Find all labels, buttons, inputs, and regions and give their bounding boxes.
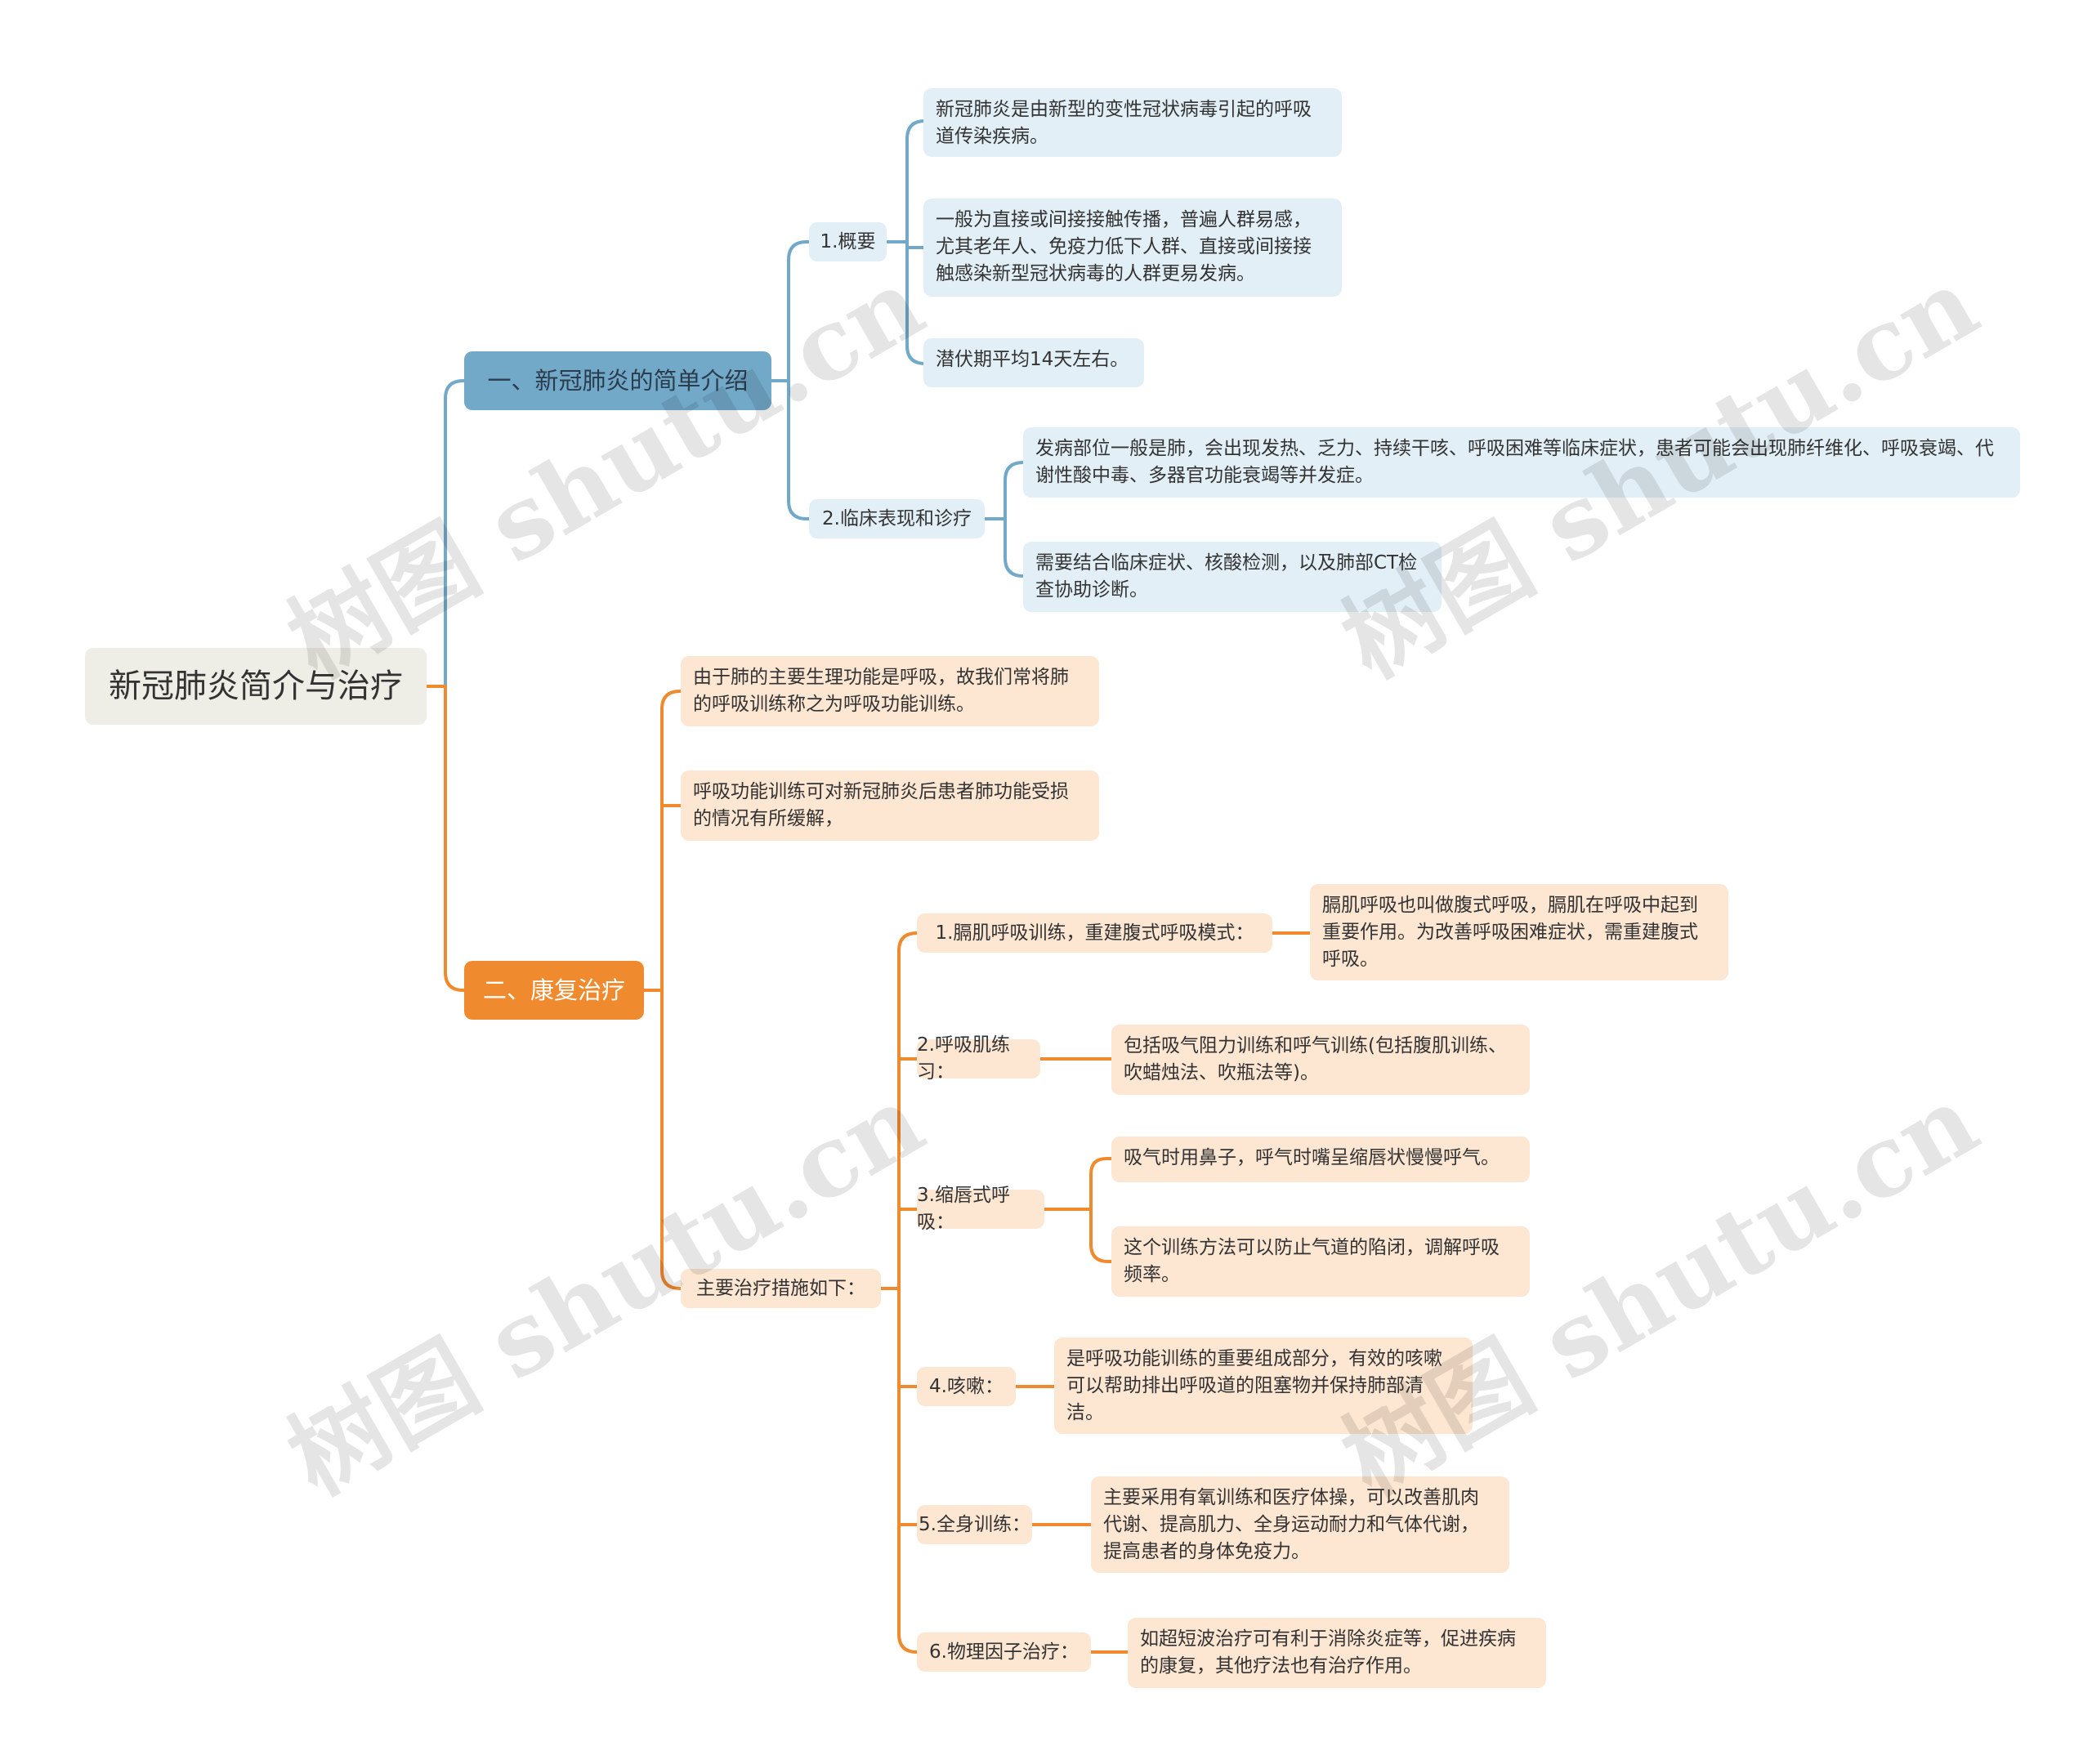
measure-3-detail-1-text: 吸气时用鼻子，呼气时嘴呈缩唇状慢慢呼气。 [1124,1147,1500,1168]
measure-5-detail-text: 主要采用有氧训练和医疗体操，可以改善肌肉代谢、提高肌力、全身运动耐力和气体代谢，… [1103,1487,1479,1562]
measure-6-detail[interactable]: 如超短波治疗可有利于消除炎症等，促进疾病的康复，其他疗法也有治疗作用。 [1128,1618,1546,1688]
overview-item-3-text: 潜伏期平均14天左右。 [936,349,1129,370]
overview-item-1-text: 新冠肺炎是由新型的变性冠状病毒引起的呼吸道传染疾病。 [936,99,1312,147]
clinical-item-1[interactable]: 发病部位一般是肺，会出现发热、乏力、持续干咳、呼吸困难等临床症状，患者可能会出现… [1023,427,2020,498]
measure-3-detail-2-text: 这个训练方法可以防止气道的陷闭，调解呼吸频率。 [1124,1237,1500,1285]
branch-treatment-node[interactable]: 二、康复治疗 [464,961,644,1020]
clinical-item-1-text: 发病部位一般是肺，会出现发热、乏力、持续干咳、呼吸困难等临床症状，患者可能会出现… [1035,438,1994,486]
measure-5-node[interactable]: 5.全身训练： [917,1505,1032,1544]
overview-item-3[interactable]: 潜伏期平均14天左右。 [923,338,1144,387]
measure-3-node[interactable]: 3.缩唇式呼吸： [917,1185,1044,1233]
sub-clinical-node[interactable]: 2.临床表现和诊疗 [809,499,985,538]
treatment-intro-1-text: 由于肺的主要生理功能是呼吸，故我们常将肺的呼吸训练称之为呼吸功能训练。 [693,667,1069,715]
branch-intro-label: 一、新冠肺炎的简单介绍 [487,367,749,395]
measure-2-detail[interactable]: 包括吸气阻力训练和呼气训练(包括腹肌训练、吹蜡烛法、吹瓶法等)。 [1111,1025,1530,1095]
sub-clinical-label: 2.临床表现和诊疗 [822,507,972,529]
measure-4-detail[interactable]: 是呼吸功能训练的重要组成部分，有效的咳嗽可以帮助排出呼吸道的阻塞物并保持肺部清洁… [1054,1338,1473,1434]
branch-intro-node[interactable]: 一、新冠肺炎的简单介绍 [464,351,771,410]
sub-overview-node[interactable]: 1.概要 [809,222,887,261]
measure-5-detail[interactable]: 主要采用有氧训练和医疗体操，可以改善肌肉代谢、提高肌力、全身运动耐力和气体代谢，… [1091,1476,1509,1573]
measure-6-label: 6.物理因子治疗： [929,1641,1079,1663]
overview-item-1[interactable]: 新冠肺炎是由新型的变性冠状病毒引起的呼吸道传染疾病。 [923,88,1342,157]
measure-2-detail-text: 包括吸气阻力训练和呼气训练(包括腹肌训练、吹蜡烛法、吹瓶法等)。 [1124,1035,1507,1083]
overview-item-2-text: 一般为直接或间接接触传播，普遍人群易感，尤其老年人、免疫力低下人群、直接或间接接… [936,209,1312,284]
measure-3-label: 3.缩唇式呼吸： [917,1185,1010,1233]
measure-6-node[interactable]: 6.物理因子治疗： [917,1632,1091,1672]
overview-item-2[interactable]: 一般为直接或间接接触传播，普遍人群易感，尤其老年人、免疫力低下人群、直接或间接接… [923,199,1342,297]
measure-1-node[interactable]: 1.膈肌呼吸训练，重建腹式呼吸模式： [917,913,1272,953]
measure-4-node[interactable]: 4.咳嗽： [917,1367,1016,1406]
sub-overview-label: 1.概要 [820,230,876,252]
root-label: 新冠肺炎简介与治疗 [109,668,403,705]
clinical-item-2-text: 需要结合临床症状、核酸检测，以及肺部CT检查协助诊断。 [1035,552,1418,601]
measure-2-label: 2.呼吸肌练习： [917,1034,1010,1083]
measure-4-label: 4.咳嗽： [929,1375,1004,1397]
measure-1-detail-text: 膈肌呼吸也叫做腹式呼吸，膈肌在呼吸中起到重要作用。为改善呼吸困难症状，需重建腹式… [1322,895,1698,970]
measure-4-detail-text: 是呼吸功能训练的重要组成部分，有效的咳嗽可以帮助排出呼吸道的阻塞物并保持肺部清洁… [1066,1348,1442,1423]
measure-1-detail[interactable]: 膈肌呼吸也叫做腹式呼吸，膈肌在呼吸中起到重要作用。为改善呼吸困难症状，需重建腹式… [1310,884,1728,980]
treatment-intro-2-text: 呼吸功能训练可对新冠肺炎后患者肺功能受损的情况有所缓解， [693,781,1069,829]
measure-6-detail-text: 如超短波治疗可有利于消除炎症等，促进疾病的康复，其他疗法也有治疗作用。 [1140,1628,1516,1677]
branch-treatment-label: 二、康复治疗 [482,976,625,1004]
measure-3-detail-2[interactable]: 这个训练方法可以防止气道的陷闭，调解呼吸频率。 [1111,1226,1530,1297]
measure-1-label: 1.膈肌呼吸训练，重建腹式呼吸模式： [935,922,1254,944]
root-node[interactable]: 新冠肺炎简介与治疗 [85,648,427,725]
treatment-intro-2[interactable]: 呼吸功能训练可对新冠肺炎后患者肺功能受损的情况有所缓解， [681,770,1099,841]
measure-3-detail-1[interactable]: 吸气时用鼻子，呼气时嘴呈缩唇状慢慢呼气。 [1111,1137,1530,1182]
measure-5-label: 5.全身训练： [919,1513,1030,1535]
clinical-item-2[interactable]: 需要结合临床症状、核酸检测，以及肺部CT检查协助诊断。 [1023,542,1442,612]
measures-label: 主要治疗措施如下： [696,1277,865,1299]
treatment-intro-1[interactable]: 由于肺的主要生理功能是呼吸，故我们常将肺的呼吸训练称之为呼吸功能训练。 [681,656,1099,726]
measures-node[interactable]: 主要治疗措施如下： [681,1269,881,1308]
measure-2-node[interactable]: 2.呼吸肌练习： [917,1034,1040,1083]
